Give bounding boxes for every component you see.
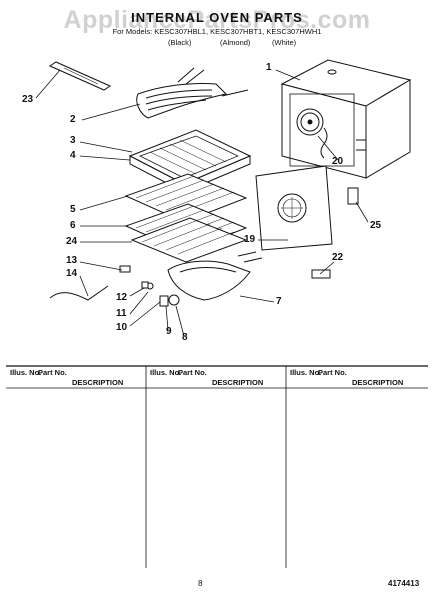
rack-guide [48, 61, 112, 91]
header-description: DESCRIPTION [212, 378, 264, 387]
header-description: DESCRIPTION [352, 378, 404, 387]
callout-5: 5 [70, 204, 76, 215]
callout-20: 20 [332, 156, 344, 167]
models-line: For Models: KESC307HBL1, KESC307HBT1, KE… [112, 27, 322, 36]
callout-14: 14 [66, 268, 78, 279]
callout-23: 23 [22, 94, 34, 105]
callout-1: 1 [266, 62, 272, 73]
color-label-almond: (Almond) [220, 38, 251, 47]
callout-7: 7 [276, 296, 282, 307]
callout-9: 9 [166, 326, 172, 337]
watermark: AppliancePartsPros.com [63, 6, 371, 34]
header-illus-no: Illus. No. [10, 368, 42, 377]
header-part-no: Part No. [178, 368, 207, 377]
callout-8: 8 [182, 332, 188, 343]
callout-11: 11 [116, 308, 127, 319]
leader-lines [35, 69, 369, 337]
bake-element [167, 251, 263, 301]
header-illus-no: Illus. No. [150, 368, 182, 377]
parts-table-frame [6, 365, 428, 568]
header-part-no: Part No. [318, 368, 347, 377]
callout-19: 19 [244, 234, 256, 245]
page-title: INTERNAL OVEN PARTS [131, 10, 303, 25]
meat-probe [49, 285, 109, 301]
bracket-part [347, 187, 359, 205]
callout-13: 13 [66, 255, 78, 266]
oven-cavity [280, 59, 412, 179]
color-label-white: (White) [272, 38, 297, 47]
callout-4: 4 [70, 150, 76, 161]
rack-24 [130, 217, 248, 263]
callout-10: 10 [116, 322, 128, 333]
connector-part [311, 269, 331, 279]
document-number: 4174413 [388, 579, 420, 588]
page-number: 8 [198, 579, 203, 588]
callout-6: 6 [70, 220, 76, 231]
probe-jack [119, 265, 131, 273]
callout-24: 24 [66, 236, 78, 247]
convection-fan-cover [255, 165, 333, 251]
color-label-black: (Black) [168, 38, 192, 47]
callout-25: 25 [370, 220, 382, 231]
header-part-no: Part No. [38, 368, 67, 377]
broil-element [136, 67, 249, 119]
header-illus-no: Illus. No. [290, 368, 322, 377]
callout-12: 12 [116, 292, 128, 303]
callout-2: 2 [70, 114, 76, 125]
callout-22: 22 [332, 252, 344, 263]
callout-3: 3 [70, 135, 76, 146]
header-description: DESCRIPTION [72, 378, 124, 387]
